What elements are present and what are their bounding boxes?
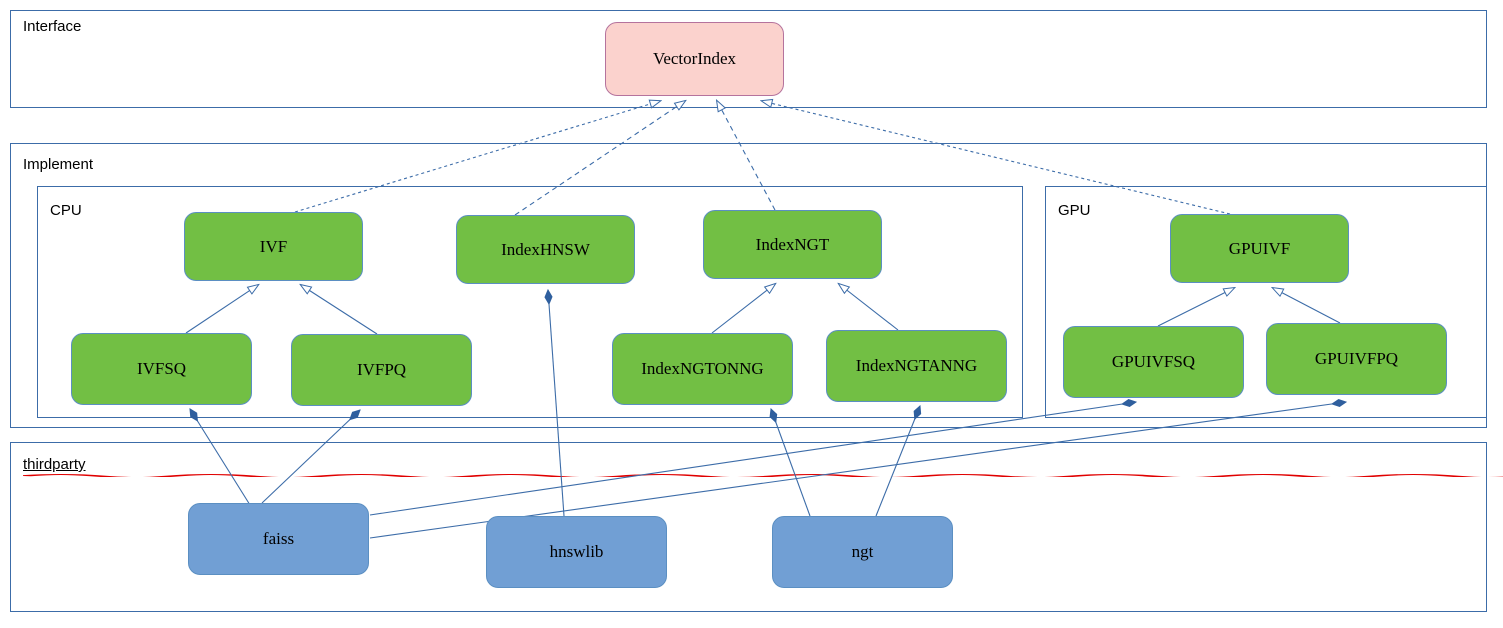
node-indexngt[interactable]: IndexNGT (703, 210, 882, 279)
node-gpuivfsq-label: GPUIVFSQ (1111, 352, 1196, 371)
cpu-container-label: CPU (50, 202, 82, 219)
node-ngt-label: ngt (851, 542, 874, 561)
node-indexngtanng[interactable]: IndexNGTANNG (826, 330, 1007, 402)
thirdparty-container-label: thirdparty (23, 456, 1503, 477)
node-ngt[interactable]: ngt (772, 516, 953, 588)
node-vectorindex-label: VectorIndex (652, 49, 737, 68)
node-indexngt-label: IndexNGT (755, 234, 830, 254)
node-ivf-label: IVF (259, 236, 288, 256)
node-vectorindex[interactable]: VectorIndex (605, 22, 784, 96)
node-gpuivfsq[interactable]: GPUIVFSQ (1063, 326, 1244, 398)
node-indexhnsw[interactable]: IndexHNSW (456, 215, 635, 284)
node-ivf[interactable]: IVF (184, 212, 363, 281)
gpu-container-label: GPU (1058, 202, 1091, 219)
node-ivfsq[interactable]: IVFSQ (71, 333, 252, 405)
node-hnswlib[interactable]: hnswlib (486, 516, 667, 588)
node-faiss-label: faiss (262, 529, 295, 548)
node-gpuivf-label: GPUIVF (1228, 238, 1291, 258)
node-gpuivfpq-label: GPUIVFPQ (1314, 349, 1399, 368)
implement-container-label: Implement (23, 156, 94, 173)
node-hnswlib-label: hnswlib (549, 542, 604, 561)
node-indexngtanng-label: IndexNGTANNG (855, 356, 978, 375)
node-ivfsq-label: IVFSQ (136, 359, 187, 378)
node-indexngtonng-label: IndexNGTONNG (641, 359, 764, 378)
node-indexngtonng[interactable]: IndexNGTONNG (612, 333, 793, 405)
node-ivfpq-label: IVFPQ (356, 360, 407, 379)
node-ivfpq[interactable]: IVFPQ (291, 334, 472, 406)
node-gpuivfpq[interactable]: GPUIVFPQ (1266, 323, 1447, 395)
node-faiss[interactable]: faiss (188, 503, 369, 575)
thirdparty-container-label-text: thirdparty (23, 456, 86, 473)
node-gpuivf[interactable]: GPUIVF (1170, 214, 1349, 283)
interface-container-label: Interface (23, 18, 82, 35)
node-indexhnsw-label: IndexHNSW (501, 239, 590, 259)
spellcheck-squiggle-icon (23, 474, 1503, 477)
